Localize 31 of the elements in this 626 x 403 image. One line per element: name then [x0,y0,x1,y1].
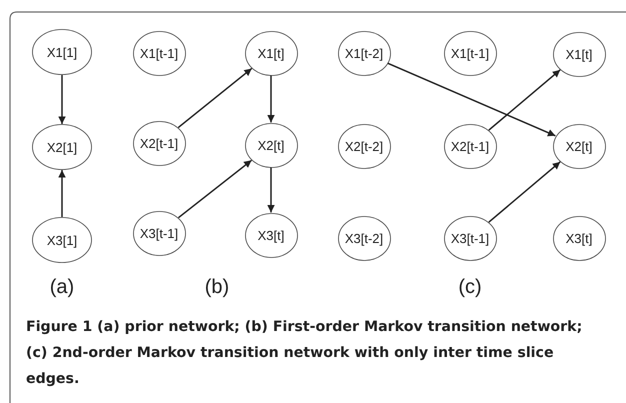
arrow [178,160,252,218]
panel-label: (a) [50,276,74,299]
node-label: X2[t] [258,138,284,152]
node-label: X1[t] [258,46,284,60]
node-label: X1[t-1] [450,46,490,60]
node-label: X1[t] [566,46,592,62]
node-label: X2[t-1] [450,138,490,154]
arrow [267,76,275,122]
arrow [488,69,561,131]
node-label: X3[1] [46,232,78,248]
arrow [178,68,252,128]
node-label: X2[t-2] [344,138,384,154]
node-label: X2[1] [46,140,78,154]
node-label: X3[t-2] [344,230,384,246]
arrow [58,75,66,124]
arrow [488,161,561,223]
panel-label: (b) [204,276,230,299]
panel-label: (c) [458,276,482,299]
arrow [387,62,556,136]
node-label: X1[1] [46,44,78,60]
node-label: X1[t-2] [344,46,384,60]
arrow [267,168,275,212]
node-label: X1[t-1] [140,46,178,60]
figure-caption: Figure 1 (a) prior network; (b) First-order Markov transition network; (c) 2nd-order Markov transition network with only inter time slice edges. [26,318,584,389]
node-label: X3[t-1] [450,230,490,246]
node-label: X3[t-1] [140,226,178,240]
node-label: X2[t] [566,138,592,154]
arrow [58,170,66,217]
node-label: X2[t-1] [140,136,178,150]
node-label: X3[t] [258,228,284,242]
node-label: X3[t] [566,230,592,246]
